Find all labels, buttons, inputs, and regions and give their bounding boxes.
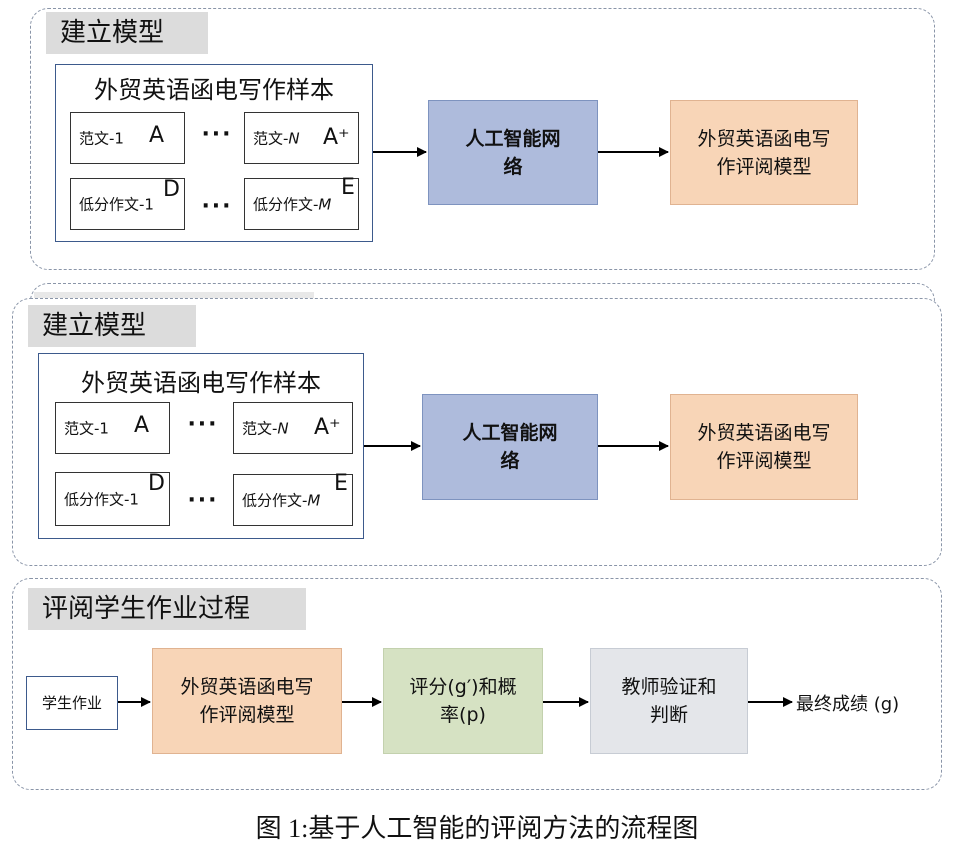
panel-2-samples-title: 外贸英语函电写作样本: [81, 369, 321, 397]
score-probability-box: 评分(g′)和概率(p): [383, 648, 543, 754]
grading-process-panel: [12, 578, 942, 790]
panel-1-samples-title: 外贸英语函电写作样本: [94, 76, 334, 104]
panel-2-essay-model-1: 范文-1 A: [55, 402, 170, 454]
student-homework-box: 学生作业: [26, 676, 118, 730]
panel-2-essay-low-m: 低分作文-M E: [233, 471, 353, 526]
panel-1-essay-low-m: 低分作文-M E: [244, 175, 359, 230]
panel-1-essay-model-1: 范文-1 A: [70, 112, 185, 164]
grade-label: A: [134, 413, 150, 438]
panel-1-ellipsis-bottom: ···: [201, 194, 233, 219]
panel-1-essay-low-1: 低分作文-1 D: [70, 177, 185, 230]
figure-caption: 图 1:基于人工智能的评阅方法的流程图: [255, 814, 699, 843]
panel-1-title: 建立模型: [46, 12, 208, 54]
panel-1-grading-model-box: 外贸英语函电写作评阅模型: [670, 100, 858, 205]
panel-2-ellipsis-top: ···: [187, 412, 219, 437]
grade-label: E: [334, 471, 348, 496]
grade-label: A⁺: [323, 125, 350, 150]
panel-2-back-tag: [34, 292, 314, 300]
panel-1-essay-model-n: 范文-N A⁺: [244, 112, 359, 164]
process-panel-title: 评阅学生作业过程: [28, 588, 306, 630]
grade-label: A: [149, 123, 165, 148]
panel-2-ellipsis-bottom: ···: [187, 488, 219, 513]
panel-2-grading-model-box: 外贸英语函电写作评阅模型: [670, 394, 858, 500]
panel-1-ai-network-box: 人工智能网络: [428, 100, 598, 205]
panel-1-ellipsis-top: ···: [201, 122, 233, 147]
teacher-verification-box: 教师验证和判断: [590, 648, 748, 754]
final-grade-label: 最终成绩 (g): [796, 694, 900, 715]
panel-2-ai-network-box: 人工智能网络: [422, 394, 598, 500]
panel-2-essay-model-n: 范文-N A⁺: [233, 402, 353, 454]
grade-label: D: [163, 177, 180, 202]
grade-label: E: [341, 175, 355, 200]
grade-label: A⁺: [314, 415, 341, 440]
process-grading-model-box: 外贸英语函电写作评阅模型: [152, 648, 342, 754]
panel-2-essay-low-1: 低分作文-1 D: [55, 471, 170, 526]
model-building-panel-1: [30, 8, 935, 270]
panel-2-title: 建立模型: [28, 305, 196, 347]
grade-label: D: [148, 471, 165, 496]
